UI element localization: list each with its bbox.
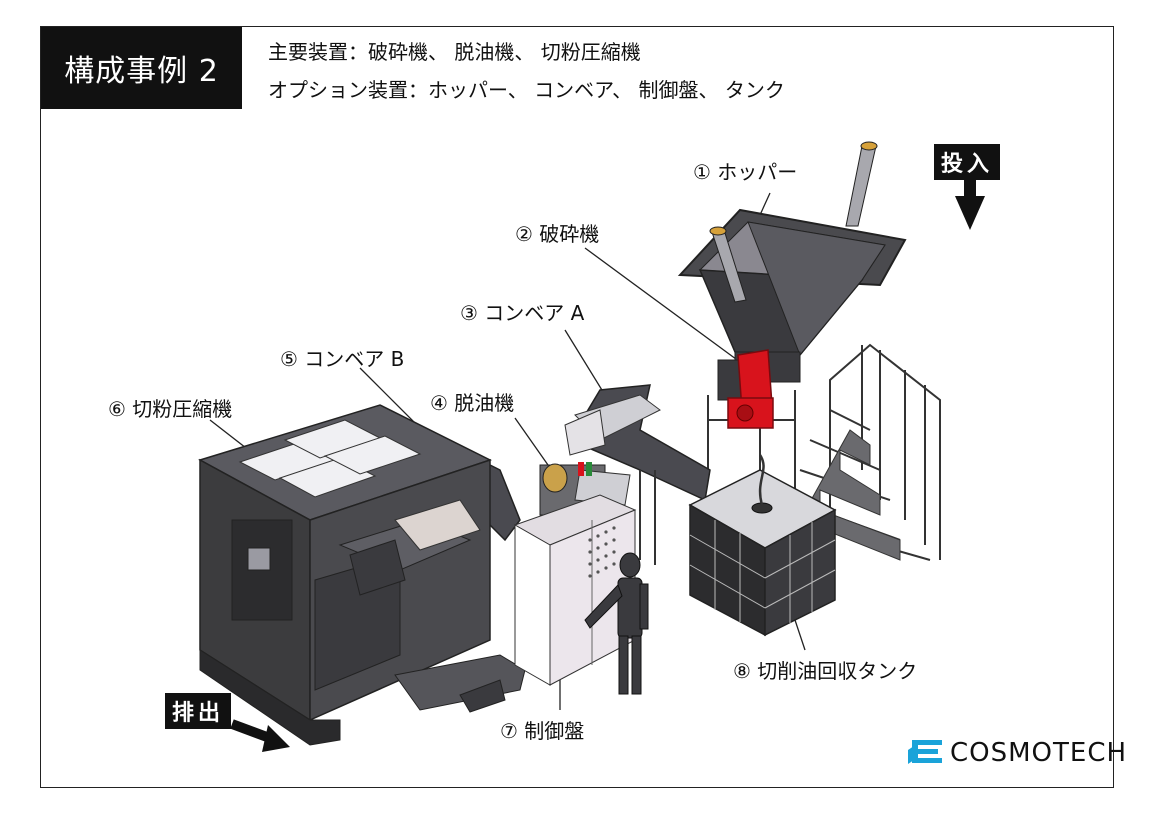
hopper-pipe-left [709, 226, 747, 303]
label-hopper: ① ホッパー [693, 160, 798, 184]
crusher-motor [717, 349, 774, 429]
hopper-pipe-right [845, 141, 878, 227]
label-deoiler: ④ 脱油機 [430, 391, 515, 415]
chip-compressor [198, 404, 492, 746]
label-conveyor-b: ⑤ コンベア B [280, 347, 405, 371]
option-equipment-line: オプション装置：ホッパー、 コンベア、 制御盤、 タンク [268, 78, 785, 102]
operator-figure [584, 552, 649, 695]
leader-deoiler [514, 417, 549, 466]
label-compressor: ⑥ 切粉圧縮機 [108, 397, 233, 421]
label-conveyor-a: ③ コンベア A [460, 301, 585, 325]
conveyor-a [564, 384, 711, 565]
company-logo: COSMOTECH [908, 738, 1127, 768]
main-equipment-line: 主要装置：破砕機、 脱油機、 切粉圧縮機 [268, 40, 641, 64]
leader-oil-tank [794, 619, 806, 651]
logo-text: COSMOTECH [950, 738, 1128, 768]
discharge-chute [394, 654, 526, 713]
oil-recovery-tank [688, 454, 837, 637]
input-tag: 投入 [934, 144, 1001, 180]
diagram-frame [40, 26, 1114, 788]
control-panel [513, 494, 637, 686]
label-control-panel: ⑦ 制御盤 [500, 719, 585, 743]
leader-hopper [759, 192, 771, 216]
label-crusher: ② 破砕機 [515, 222, 600, 246]
label-oil-tank: ⑧ 切削油回収タンク [733, 659, 918, 683]
leader-crusher [584, 247, 741, 363]
output-tag: 排出 [165, 693, 232, 729]
leader-conveyor-a [564, 329, 606, 396]
input-arrow [955, 176, 985, 230]
logo-mark-icon [908, 740, 942, 764]
output-arrow [230, 719, 290, 752]
page-title: 構成事例 2 [41, 27, 242, 109]
